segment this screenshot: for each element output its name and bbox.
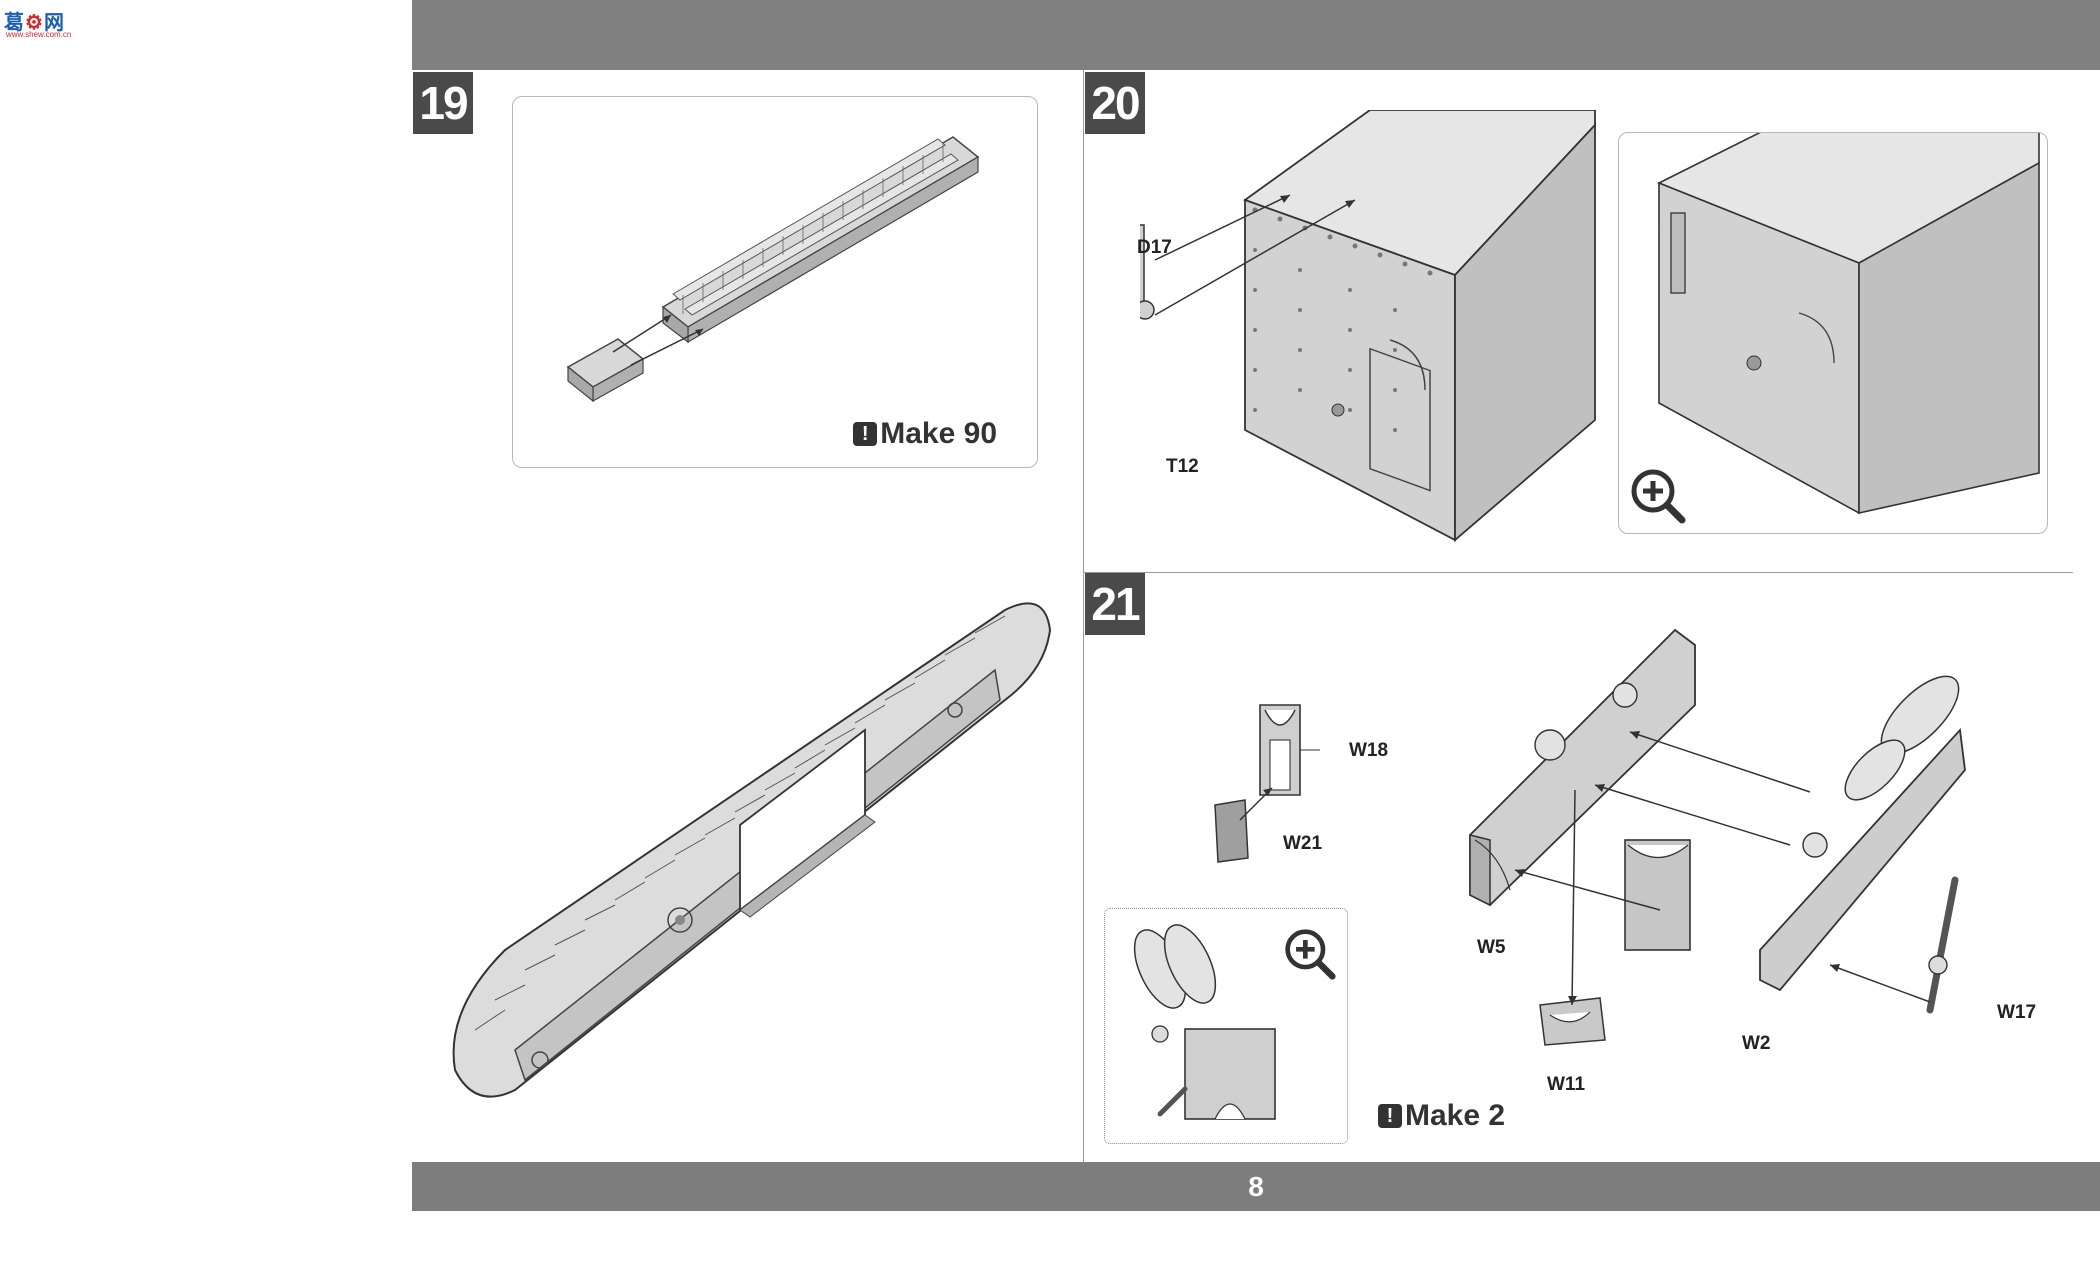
gun-mount-illustration	[1469, 628, 1966, 1046]
part-label-w21: W21	[1283, 833, 1323, 854]
logo-url: www.shew.com.cn	[6, 30, 72, 39]
step-20-badge: 20	[1085, 72, 1145, 134]
site-logo: 葛⚙网 www.shew.com.cn	[4, 6, 74, 40]
part-label-w18: W18	[1349, 740, 1389, 761]
part-label-w2: W2	[1742, 1033, 1771, 1054]
part-label-w17: W17	[1997, 1002, 2037, 1023]
step-21-badge: 21	[1085, 573, 1145, 635]
zoom-in-icon	[1285, 929, 1336, 980]
zoom-in-icon	[1631, 469, 1686, 524]
sponson-box-illustration	[1140, 110, 1596, 542]
page-number: 8	[1248, 1170, 1264, 1202]
warning-icon: !	[853, 422, 878, 446]
part-label-d17: D17	[1137, 237, 1172, 258]
gun-cradle-part-illustration	[1214, 704, 1320, 863]
part-label-t12: T12	[1166, 456, 1199, 477]
vertical-divider	[1083, 70, 1084, 1162]
step-21-detail-panel	[1104, 908, 1348, 1144]
warning-icon: !	[1378, 1104, 1402, 1128]
part-label-w11: W11	[1547, 1074, 1586, 1095]
step-19-make-note: ! Make 90	[853, 417, 997, 451]
horizontal-divider	[1083, 572, 2073, 573]
part-label-w5: W5	[1477, 937, 1506, 958]
sponson-detail-illustration	[1657, 133, 2040, 515]
logo-text-2: 网	[43, 12, 65, 34]
logo-text-1: 葛	[4, 12, 25, 34]
tank-hull-illustration	[452, 602, 1052, 1098]
step-21-make-text: Make 2	[1405, 1099, 1506, 1132]
header-bar	[412, 0, 2100, 70]
step-19-badge: 19	[413, 72, 473, 134]
gun-mount-detail-illustration	[1133, 924, 1276, 1120]
footer-bar: 8	[412, 1162, 2100, 1211]
step-19-panel: ! Make 90	[512, 96, 1038, 468]
step-19-make-text: Make 90	[880, 417, 997, 450]
gear-icon: ⚙	[25, 12, 44, 34]
step-20-detail-panel	[1618, 132, 2048, 534]
track-link-illustration	[566, 136, 980, 403]
step-21-make-note: ! Make 2	[1378, 1099, 1505, 1133]
